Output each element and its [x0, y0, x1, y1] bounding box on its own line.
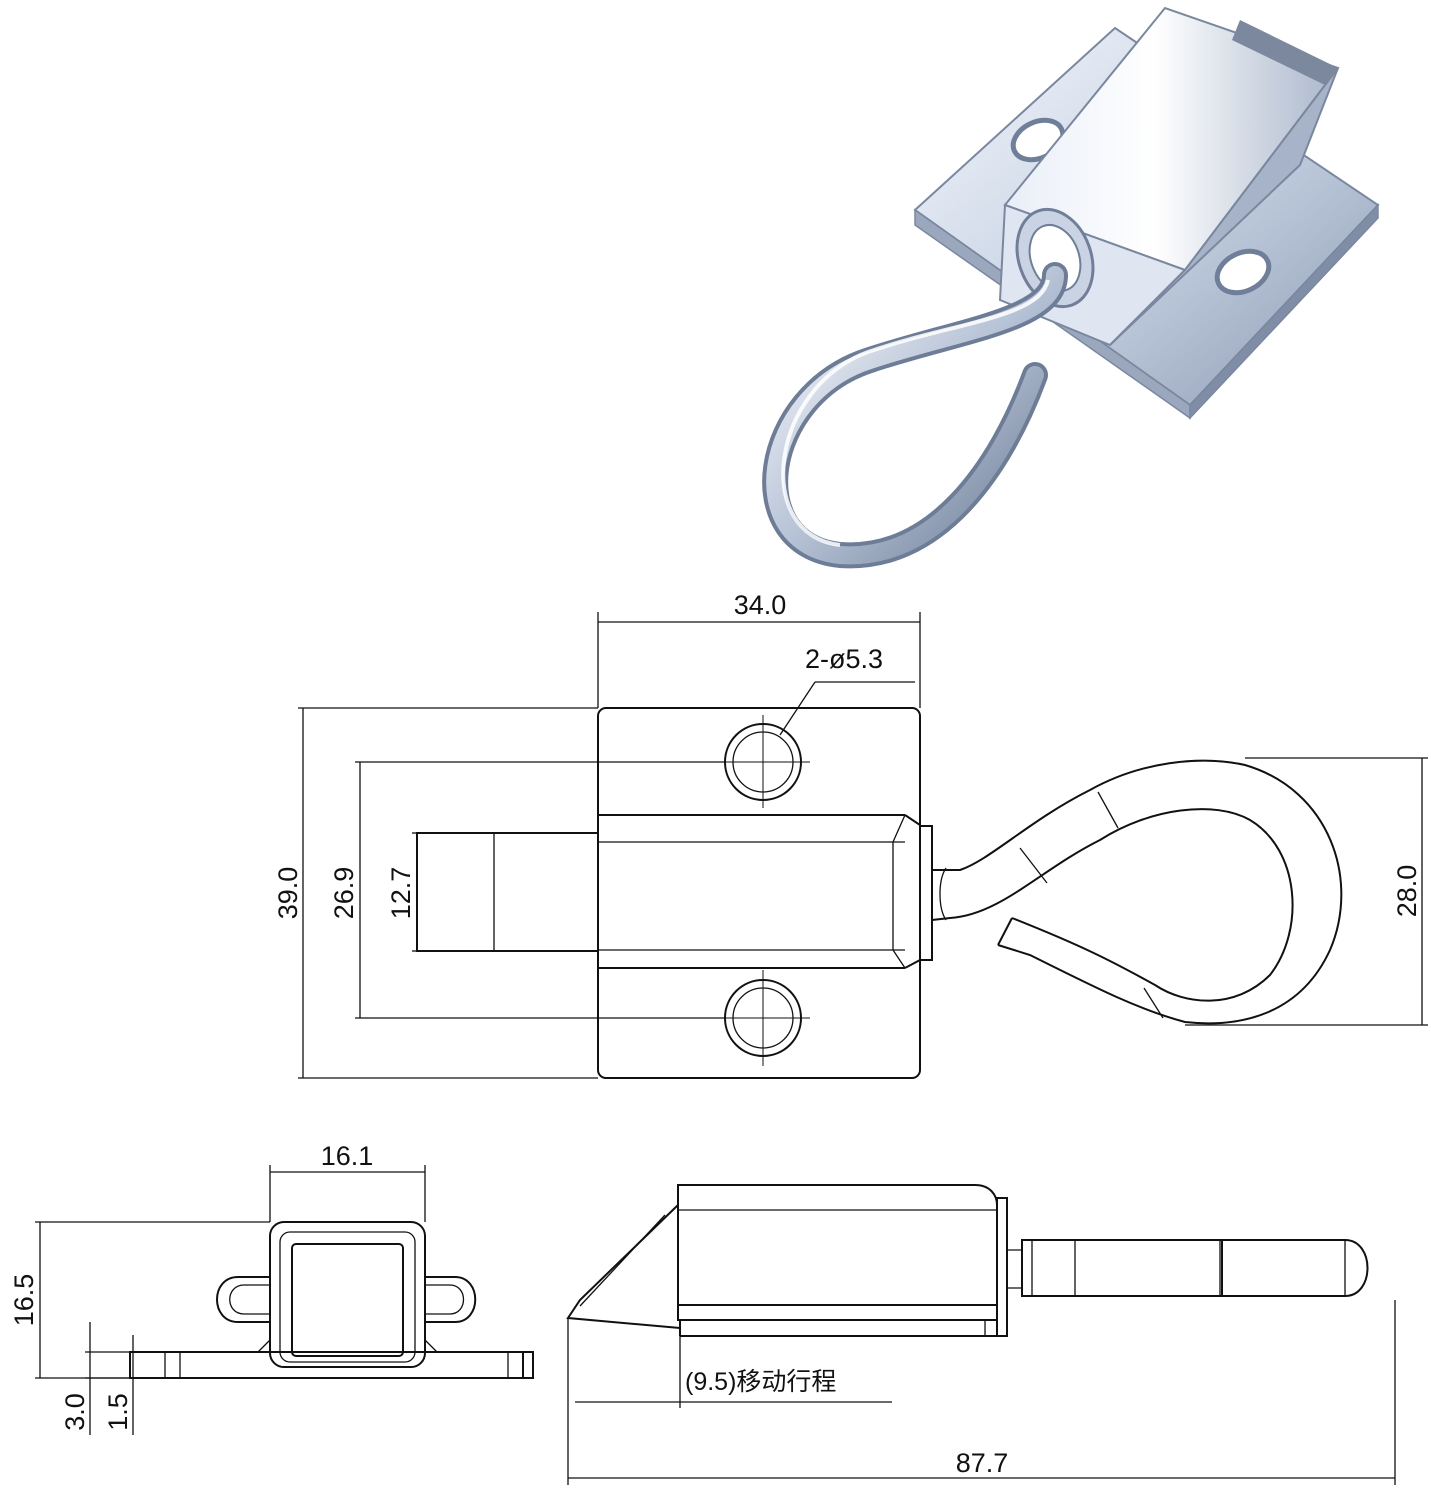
top-view-drawing: 34.0 2-ø5.3 39.0 26.9 12.7 28.0 — [273, 590, 1428, 1079]
hole-top-icon — [716, 715, 810, 808]
mounting-hole-icon — [1214, 248, 1272, 296]
dim-width-16-1: 16.1 — [321, 1141, 374, 1171]
dim-length-87-7: 87.7 — [956, 1448, 1009, 1478]
hook-outline — [931, 759, 1343, 1025]
dim-height-26-9: 26.9 — [329, 867, 359, 920]
dim-height-39: 39.0 — [273, 867, 303, 920]
spring-latch-photo — [762, 6, 1380, 569]
dim-stroke-label: (9.5)移动行程 — [685, 1368, 836, 1396]
side-view-drawing: (9.5)移动行程 87.7 — [566, 1184, 1396, 1485]
bolt-outline — [416, 832, 599, 952]
dim-hole-callout: 2-ø5.3 — [805, 644, 883, 674]
dim-hook-28: 28.0 — [1392, 865, 1422, 918]
dim-height-16-5: 16.5 — [9, 1274, 39, 1327]
dim-plate-3-0: 3.0 — [60, 1393, 90, 1431]
hole-bottom-icon — [716, 970, 810, 1066]
dim-width-34: 34.0 — [734, 590, 787, 620]
end-view-drawing: 16.1 16.5 3.0 1.5 — [9, 1141, 534, 1435]
dim-height-12-7: 12.7 — [386, 867, 416, 920]
dim-thickness-1-5: 1.5 — [103, 1393, 133, 1431]
plate-outline — [597, 707, 921, 1079]
